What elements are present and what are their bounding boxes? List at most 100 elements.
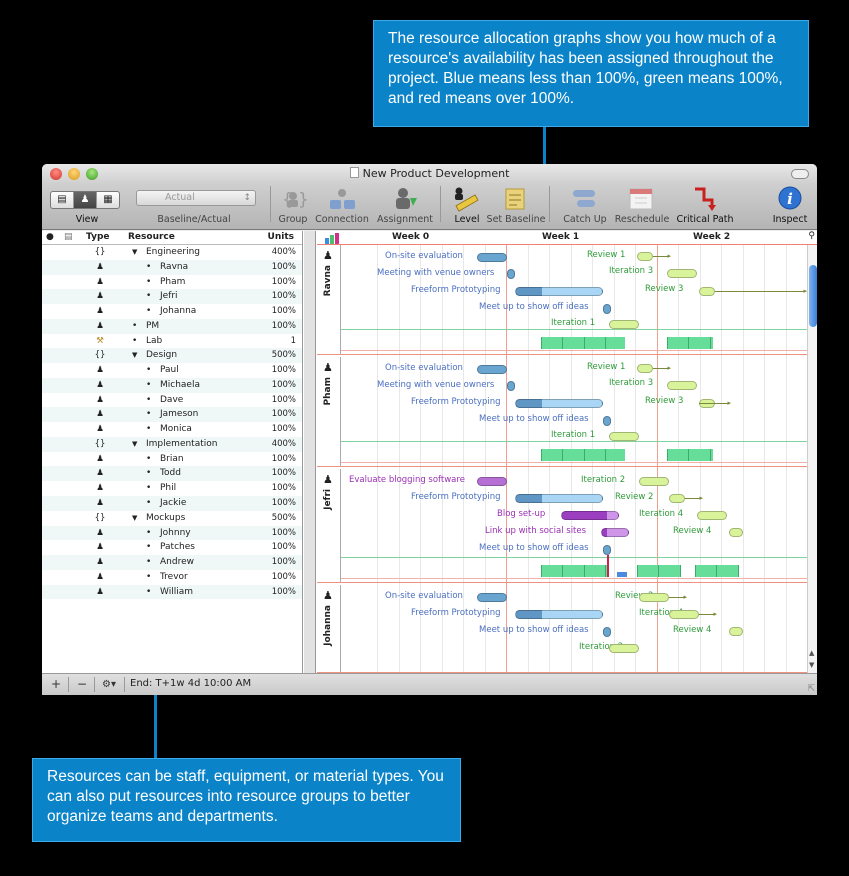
critical-path-button[interactable] xyxy=(690,186,720,215)
task-label[interactable]: Review 2 xyxy=(615,591,654,601)
task-label[interactable]: Blog set-up xyxy=(497,509,546,519)
task-bar[interactable] xyxy=(669,494,685,503)
task-label[interactable]: Review 4 xyxy=(673,526,712,536)
gantt-view-icon[interactable]: ▤ xyxy=(51,192,74,208)
resize-grip-icon[interactable]: ⇱ xyxy=(807,684,815,694)
toolbar-toggle-button[interactable] xyxy=(791,169,809,179)
task-label[interactable]: Freeform Prototyping xyxy=(411,397,501,407)
notes-column-icon[interactable]: ● xyxy=(46,232,54,242)
task-label[interactable]: Meeting with venue owners xyxy=(377,380,495,390)
zoom-window-button[interactable] xyxy=(86,168,98,180)
task-bar[interactable] xyxy=(669,610,699,619)
task-bar[interactable] xyxy=(667,381,697,390)
task-bar[interactable] xyxy=(609,320,639,329)
task-bar[interactable] xyxy=(477,477,507,486)
connection-button[interactable] xyxy=(328,186,358,215)
scroll-thumb[interactable] xyxy=(809,265,817,327)
allocation-graph-icon[interactable] xyxy=(325,233,343,247)
task-bar[interactable] xyxy=(515,399,603,408)
task-label[interactable]: Iteration 4 xyxy=(639,509,684,519)
task-label[interactable]: On-site evaluation xyxy=(385,591,463,601)
task-label[interactable]: On-site evaluation xyxy=(385,251,463,261)
task-label[interactable]: Iteration 1 xyxy=(551,430,596,440)
task-label[interactable]: On-site evaluation xyxy=(385,363,463,373)
task-bar[interactable] xyxy=(639,593,669,602)
assignment-button[interactable] xyxy=(390,186,420,215)
gear-menu-button[interactable]: ⚙▾ xyxy=(102,679,116,690)
milestone-marker[interactable] xyxy=(603,545,611,555)
details-column-icon[interactable]: ▤ xyxy=(64,232,73,242)
task-bar[interactable] xyxy=(477,593,507,602)
baseline-actual-popup[interactable]: Actual xyxy=(136,190,256,206)
task-label[interactable]: Meeting with venue owners xyxy=(377,268,495,278)
task-label[interactable]: Review 3 xyxy=(645,284,684,294)
task-label[interactable]: Iteration 3 xyxy=(609,378,654,388)
resource-view-icon[interactable]: ♟ xyxy=(74,192,97,208)
inspect-button[interactable]: i xyxy=(777,186,803,215)
task-bar[interactable] xyxy=(477,253,507,262)
task-bar[interactable] xyxy=(699,287,715,296)
milestone-marker[interactable] xyxy=(603,627,611,637)
task-label[interactable]: Review 4 xyxy=(673,625,712,635)
resource-column-header[interactable]: Resource xyxy=(128,232,175,242)
calendar-view-icon[interactable]: ▦ xyxy=(103,194,113,205)
set-baseline-button[interactable] xyxy=(502,186,530,215)
add-resource-button[interactable]: + xyxy=(50,677,62,691)
task-label[interactable]: Link up with social sites xyxy=(485,526,587,536)
task-label[interactable]: Meet up to show off ideas xyxy=(479,543,589,553)
task-bar[interactable] xyxy=(561,511,619,520)
group-button[interactable]: {} xyxy=(279,186,309,215)
disclosure-triangle-icon[interactable]: ▼ xyxy=(132,439,138,448)
task-label[interactable]: Iteration 1 xyxy=(551,318,596,328)
task-bar[interactable] xyxy=(515,494,603,503)
zoom-icon[interactable]: ⚲ xyxy=(808,231,815,241)
close-window-button[interactable] xyxy=(50,168,62,180)
task-bar[interactable] xyxy=(637,252,653,261)
task-bar[interactable] xyxy=(609,644,639,653)
vertical-scrollbar[interactable]: ▲ ▼ xyxy=(807,245,817,673)
task-bar[interactable] xyxy=(729,627,743,636)
scroll-down-arrow[interactable]: ▼ xyxy=(809,661,815,669)
task-label[interactable]: Review 1 xyxy=(587,250,626,260)
catch-up-button[interactable] xyxy=(570,186,600,215)
task-bar[interactable] xyxy=(515,287,603,296)
type-column-header[interactable]: Type xyxy=(86,232,110,242)
task-label[interactable]: Review 1 xyxy=(587,362,626,372)
task-bar[interactable] xyxy=(697,511,727,520)
task-label[interactable]: Iteration 3 xyxy=(609,266,654,276)
units-column-header[interactable]: Units xyxy=(267,232,294,242)
level-button[interactable] xyxy=(452,186,480,215)
milestone-marker[interactable] xyxy=(603,416,611,426)
disclosure-triangle-icon[interactable]: ▼ xyxy=(132,513,138,522)
task-bar[interactable] xyxy=(639,477,669,486)
task-label[interactable]: Meet up to show off ideas xyxy=(479,625,589,635)
milestone-marker[interactable] xyxy=(603,304,611,314)
task-label[interactable]: Review 3 xyxy=(645,396,684,406)
disclosure-triangle-icon[interactable]: ▼ xyxy=(132,248,138,256)
task-label[interactable]: Iteration 2 xyxy=(579,642,624,652)
milestone-marker[interactable] xyxy=(507,269,515,279)
task-label[interactable]: Evaluate blogging software xyxy=(349,475,465,485)
task-label[interactable]: Meet up to show off ideas xyxy=(479,414,589,424)
task-label[interactable]: Meet up to show off ideas xyxy=(479,302,589,312)
task-bar[interactable] xyxy=(609,432,639,441)
task-label[interactable]: Freeform Prototyping xyxy=(411,492,501,502)
minimize-window-button[interactable] xyxy=(68,168,80,180)
